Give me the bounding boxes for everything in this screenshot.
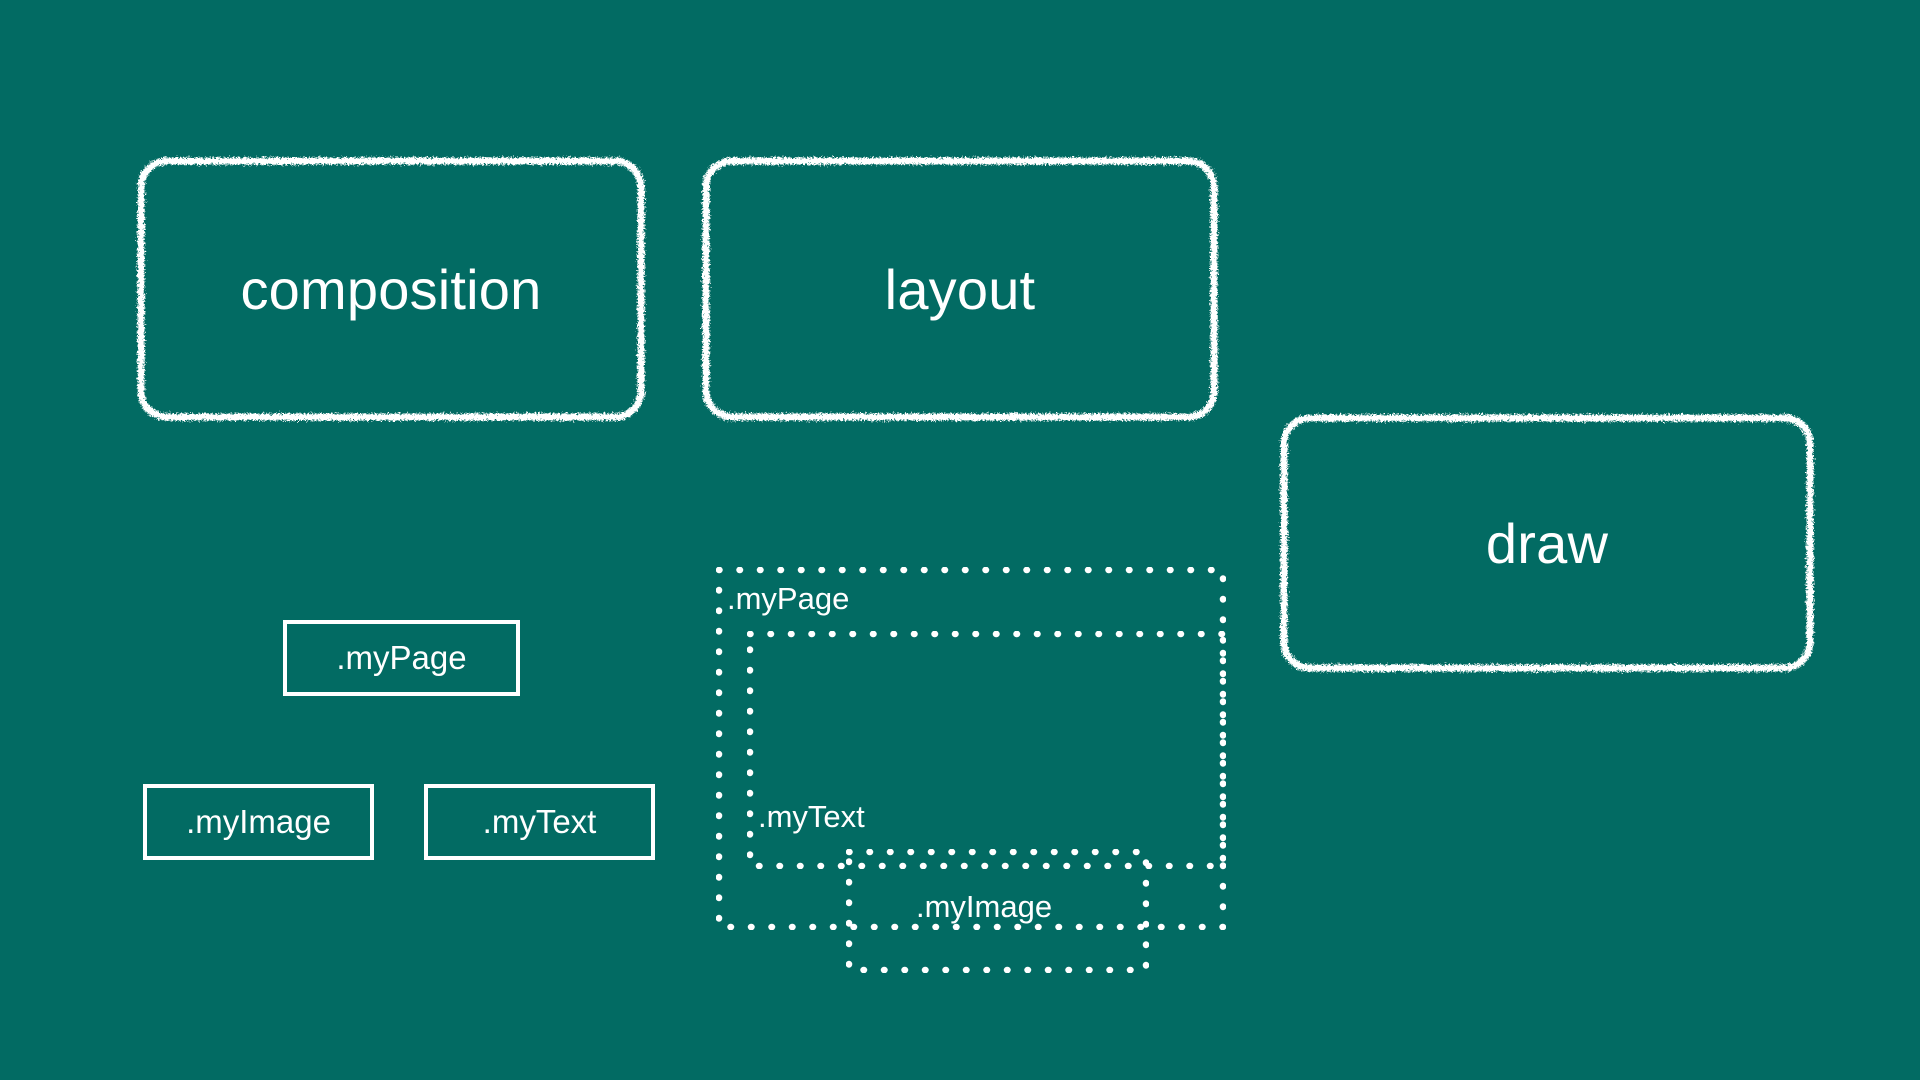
- element-box-my-page[interactable]: .myPage: [283, 620, 520, 696]
- stage-box-draw[interactable]: draw: [1278, 412, 1816, 674]
- layout-node-label-my-image: .myImage: [916, 889, 1053, 924]
- element-box-my-text[interactable]: .myText: [424, 784, 655, 860]
- layout-node-my-image[interactable]: .myImage: [846, 849, 1149, 973]
- stage-box-label-draw: draw: [1485, 511, 1609, 575]
- layout-node-label-my-text: .myText: [758, 799, 865, 834]
- element-box-my-image[interactable]: .myImage: [143, 784, 374, 860]
- element-box-label-my-image: .myImage: [186, 803, 331, 840]
- element-box-label-my-page: .myPage: [336, 639, 467, 676]
- element-box-label-my-text: .myText: [482, 803, 597, 840]
- layout-node-my-page[interactable]: .myPage .myText .myImage: [716, 567, 1226, 973]
- stage-box-layout[interactable]: layout: [700, 155, 1220, 423]
- stage-box-label-layout: layout: [884, 257, 1036, 321]
- layout-node-my-text[interactable]: .myText .myImage: [747, 631, 1226, 973]
- stage-box-label-composition: composition: [240, 257, 542, 321]
- layout-node-label-my-page: .myPage: [727, 581, 850, 616]
- stage-box-composition[interactable]: composition: [135, 155, 647, 423]
